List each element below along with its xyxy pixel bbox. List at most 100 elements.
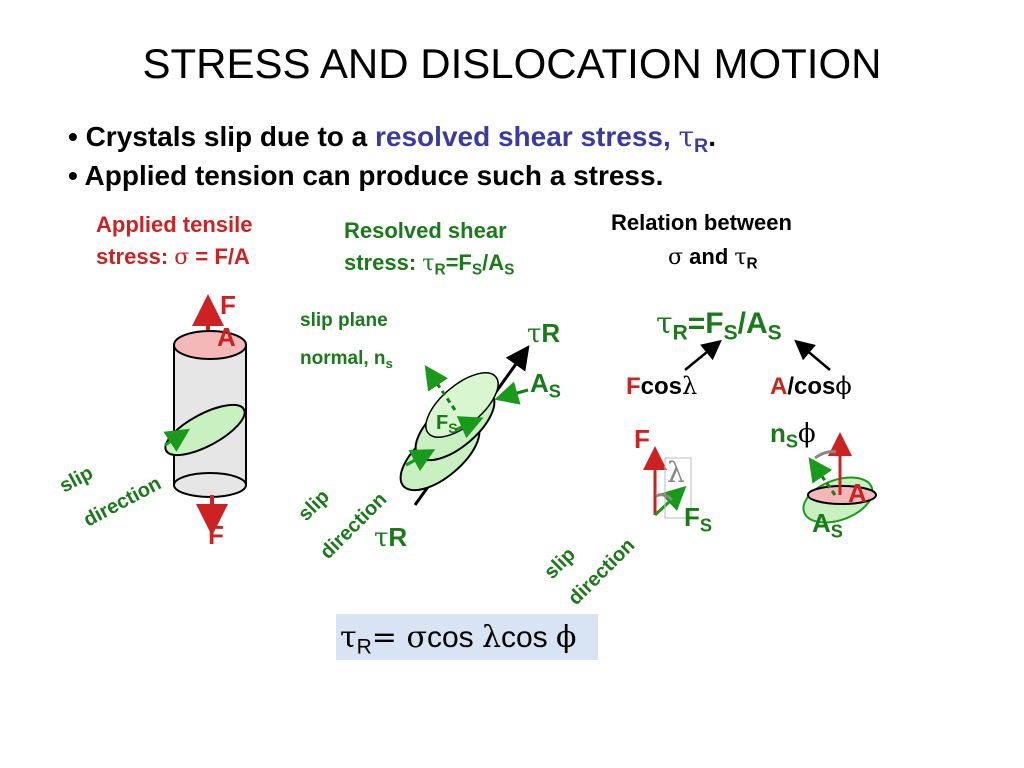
bullet-2: • Applied tension can produce such a str… <box>68 160 664 191</box>
fcos-pointer-arrow <box>684 339 722 371</box>
panel2-heading-slash: /A <box>482 250 505 275</box>
acos-phi-label: A/cosϕ <box>770 372 852 401</box>
relation-eq-tau: τ <box>656 306 673 341</box>
panel1-heading-sigma: σ <box>174 245 190 270</box>
force-s-letter: F <box>436 412 449 434</box>
ellipse-area-label: A <box>848 478 867 508</box>
relation-equation: τR=FS/AS <box>656 306 782 345</box>
panel3-heading-and: and <box>683 244 735 269</box>
bullet-1-text: • Crystals slip due to a <box>68 121 376 152</box>
tau-top-sub: R <box>541 318 561 348</box>
fcos-lambda: λ <box>682 372 698 400</box>
acos-A: A <box>770 373 788 400</box>
panel2-heading-line2: stress: τR=FS/AS <box>344 250 514 280</box>
panel3-heading-line1: Relation between <box>611 210 792 235</box>
acos-phi: ϕ <box>835 372 852 400</box>
normal-label-sub: s <box>385 355 393 371</box>
resolved-shear-formula: τR= σcos λcos ϕ <box>340 620 576 659</box>
panel3-heading-sigma: σ <box>668 245 684 270</box>
normal-label-text: normal, n <box>300 348 386 369</box>
fcos-lambda-label: Fcosλ <box>626 372 697 401</box>
relation-eq-eq: =F <box>687 307 724 340</box>
relation-eq-as-sub: S <box>767 321 782 345</box>
ellipse-as-letter: A <box>812 508 831 538</box>
triangle-fs-sub: S <box>699 515 713 536</box>
label-area: A <box>217 322 236 352</box>
panel3-heading-line2: σ and τR <box>668 244 758 274</box>
formula-lambda: λ <box>481 620 501 655</box>
panel3-heading-tau: τ <box>734 245 747 270</box>
bullet-1-highlight: resolved shear stress, <box>375 121 679 152</box>
bullet-1-tau-sub: R <box>694 134 709 157</box>
page-title: STRESS AND DISLOCATION MOTION <box>142 40 882 87</box>
panel1-heading-line2: stress: σ = F/A <box>96 244 250 270</box>
normal-ns-sub: S <box>785 431 799 452</box>
ellipse-as-label: AS <box>812 508 843 542</box>
triangle-fs-letter: F <box>684 502 700 532</box>
panel1-heading-formula: = F/A <box>189 244 250 269</box>
formula-cos-2: cos <box>501 621 557 654</box>
slip-direction-arrow-2 <box>405 449 436 472</box>
cylinder-bottom-face <box>173 472 247 498</box>
formula-phi: ϕ <box>556 620 577 655</box>
area-pointer-arrow <box>494 381 529 405</box>
panel2-heading-fs-sub: S <box>471 261 483 279</box>
slip-plane-normal-label: normal, ns <box>300 348 393 371</box>
panel2-heading-line1: Resolved shear <box>344 218 507 243</box>
force-s-sub: S <box>448 420 458 437</box>
area-s-letter: A <box>530 368 549 398</box>
formula-box <box>336 614 598 660</box>
acos-pointer-arrow <box>794 339 831 371</box>
cross-section-ellipse <box>807 485 877 505</box>
lambda-label: λ <box>667 456 685 489</box>
triangle-fs-label: FS <box>684 502 712 536</box>
shear-force-arrow <box>454 416 484 439</box>
normal-ns-label: nSϕ <box>770 418 816 452</box>
tau-bottom-sub: R <box>388 522 408 552</box>
bullet-1-tau: τ <box>678 120 695 153</box>
lambda-arc <box>655 493 674 502</box>
area-s-label: AS <box>530 368 561 402</box>
formula-tau: τ <box>340 620 357 655</box>
relation-eq-tau-sub: R <box>672 321 688 345</box>
bullet-1: • Crystals slip due to a resolved shear … <box>68 120 716 158</box>
tau-bottom-label: τR <box>374 522 407 553</box>
panel3-heading-tau-sub: R <box>746 255 758 273</box>
panel2-heading-eq: =F <box>445 250 472 275</box>
relation-diagram <box>643 339 877 524</box>
formula-equals: = <box>371 620 407 655</box>
panel1-heading-line1: Applied tensile <box>96 212 253 237</box>
fcos-F: F <box>626 373 641 400</box>
panel2-heading-stress: stress: <box>344 250 423 275</box>
ellipse-as-sub: S <box>830 521 843 542</box>
tau-top-symbol: τ <box>527 319 542 349</box>
formula-sigma: σ <box>406 620 427 655</box>
relation-eq-slash: /A <box>737 307 768 340</box>
phi-label: ϕ <box>798 419 816 449</box>
relation-eq-fs-sub: S <box>723 321 738 345</box>
shear-force-vector <box>653 485 687 517</box>
panel1-heading-stress: stress: <box>96 244 175 269</box>
panel2-heading-as-sub: S <box>504 261 515 279</box>
phi-arc <box>814 450 837 460</box>
bullet-1-end: . <box>708 121 716 152</box>
formula-tau-sub: R <box>356 635 372 659</box>
lambda-box <box>664 457 692 519</box>
cylinder-top-face <box>173 330 247 360</box>
tau-top-label: τR <box>527 318 560 349</box>
normal-ns-letter: n <box>770 418 786 448</box>
slip-plane-normal-arrow <box>424 365 457 411</box>
formula-cos-1: cos <box>426 621 482 654</box>
acos-cos: /cos <box>787 373 836 400</box>
cylinder-diagram <box>163 294 247 536</box>
force-s-label: FS <box>436 412 458 436</box>
panel2-heading-tau: τ <box>422 251 435 276</box>
triangle-force-label: F <box>634 424 650 454</box>
slip-plane-diagram <box>399 345 530 506</box>
label-force-bottom: F <box>208 520 224 550</box>
area-s-sub: S <box>548 381 561 402</box>
slip-plane-label: slip plane <box>300 310 388 331</box>
slip-normal-vector <box>808 457 837 496</box>
tau-bottom-symbol: τ <box>374 523 389 553</box>
